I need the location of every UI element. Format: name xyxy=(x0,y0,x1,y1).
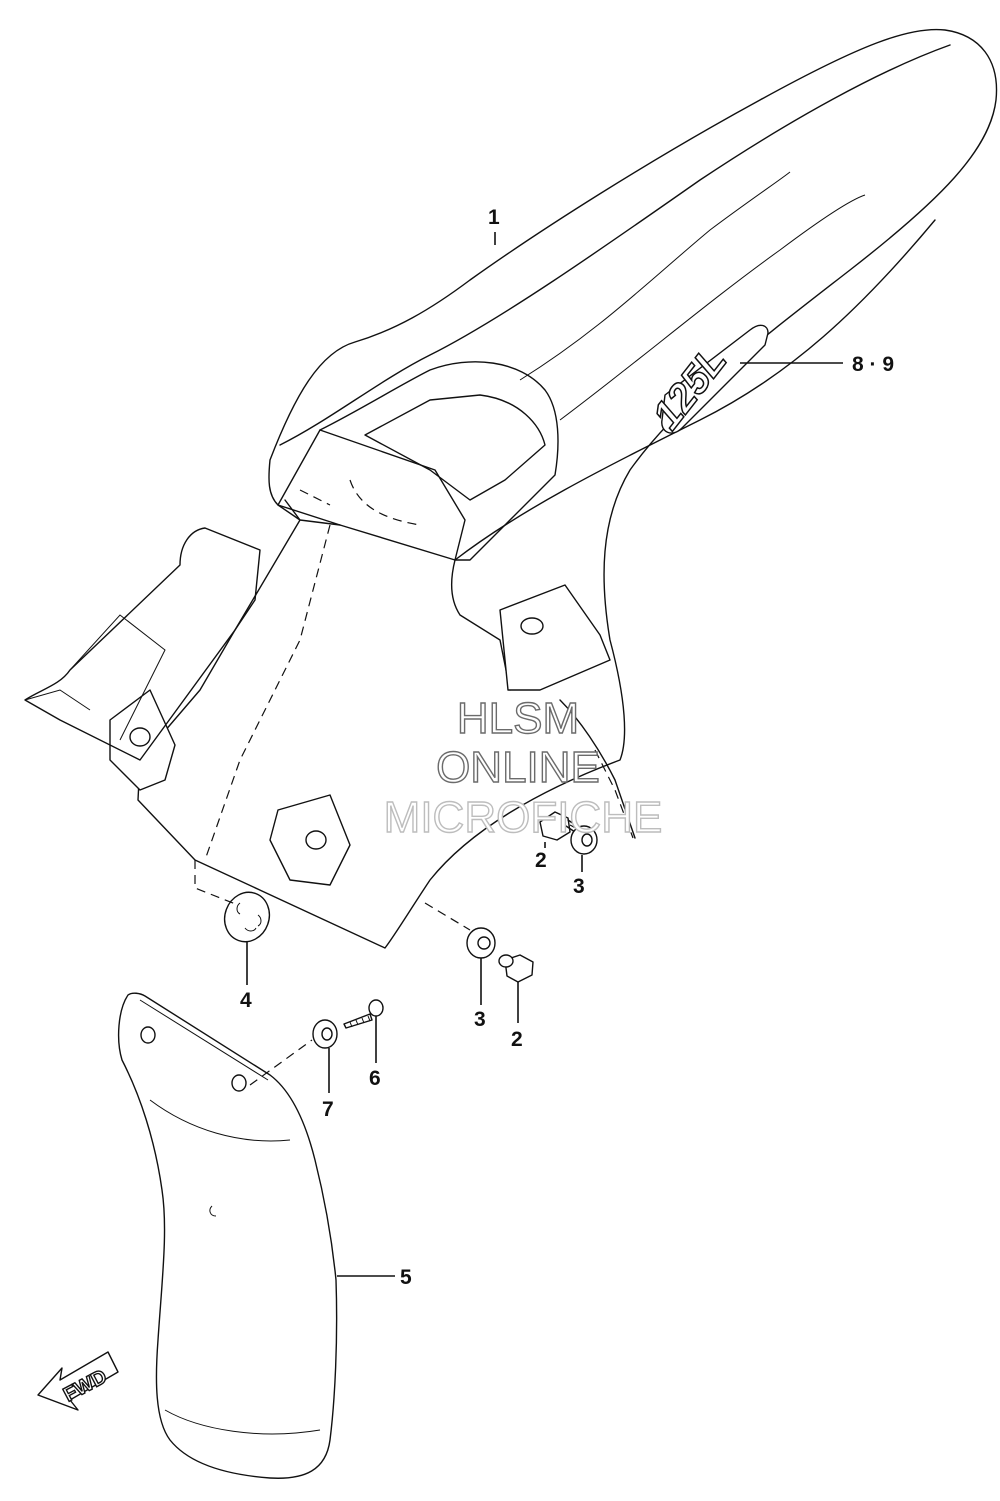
fwd-arrow-icon: FWD xyxy=(37,1351,119,1411)
assembly-lines xyxy=(194,749,634,1086)
watermark: HLSM ONLINE MICROFICHE xyxy=(383,693,663,842)
callout-3-lower: 3 xyxy=(474,1008,486,1031)
fender-decal-part-8-9: 125L xyxy=(644,324,769,438)
nut-part-3-upper xyxy=(570,825,598,855)
washer-part-7 xyxy=(312,1019,338,1049)
callout-6: 6 xyxy=(369,1067,381,1090)
screw-part-6 xyxy=(343,999,384,1029)
watermark-line-3: MICROFICHE xyxy=(384,793,663,842)
callout-8-9: 8 · 9 xyxy=(852,353,894,376)
callout-2-lower: 2 xyxy=(511,1028,523,1051)
callout-numbers: 1 8 · 9 2 3 4 3 2 6 7 5 xyxy=(240,206,894,1289)
callout-leaders xyxy=(246,232,843,1277)
bolt-part-2-lower xyxy=(498,954,534,983)
mud-flap-part-5 xyxy=(117,992,338,1479)
nut-part-3-lower xyxy=(466,927,496,959)
callout-2-upper: 2 xyxy=(535,849,547,872)
watermark-line-2: ONLINE xyxy=(436,743,600,792)
bolt-part-2-upper xyxy=(539,811,581,841)
callout-5: 5 xyxy=(400,1266,412,1289)
grommet-part-4 xyxy=(223,891,271,943)
callout-3-upper: 3 xyxy=(573,875,585,898)
callout-4: 4 xyxy=(240,989,252,1012)
callout-7: 7 xyxy=(322,1098,334,1121)
callout-1: 1 xyxy=(488,206,500,229)
watermark-line-1: HLSM xyxy=(457,694,579,743)
rear-fender-part-1: 125L xyxy=(24,28,998,949)
